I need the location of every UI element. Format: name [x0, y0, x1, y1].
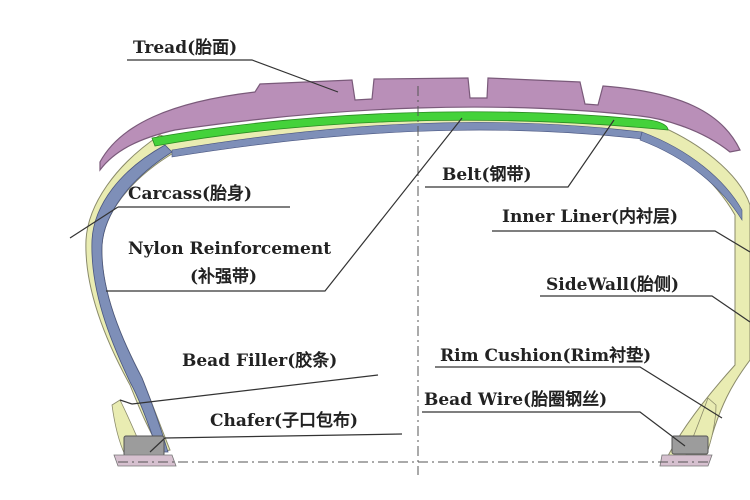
- leader-nylon: [106, 117, 463, 292]
- label-bead-wire: Bead Wire(胎圈钢丝): [424, 389, 607, 410]
- leader-sidewall: [540, 295, 750, 323]
- leader-bead-filler-2: [119, 399, 133, 405]
- label-chafer: Chafer(子口包布): [210, 410, 358, 431]
- inner-liner-right: [639, 131, 743, 222]
- label-carcass: Carcass(胎身): [128, 183, 252, 204]
- leader-lines: [69, 59, 750, 453]
- label-belt: Belt(钢带): [442, 164, 532, 185]
- leader-inner-liner: [492, 230, 750, 253]
- leader-bead-wire: [422, 411, 686, 447]
- leader-tread: [127, 59, 339, 93]
- label-bead-filler: Bead Filler(胶条): [182, 350, 337, 371]
- label-nylon-line1: Nylon Reinforcement: [128, 239, 331, 259]
- bead-wire-right: [671, 435, 709, 455]
- label-sidewall: SideWall(胎侧): [546, 274, 679, 295]
- leader-chafer-2: [149, 437, 166, 453]
- label-tread: Tread(胎面): [133, 37, 237, 58]
- label-inner-liner: Inner Liner(内衬层): [502, 206, 678, 227]
- rim-cushion-left: [113, 454, 177, 467]
- leader-chafer: [164, 433, 403, 439]
- inner-liner-left: [91, 144, 173, 453]
- belt-shape: [151, 111, 669, 147]
- rim-cushion-right: [659, 454, 713, 467]
- leader-bead-filler: [131, 374, 379, 405]
- label-nylon-line2: (补强带): [190, 266, 257, 287]
- leader-belt: [425, 119, 615, 188]
- leader-rim-cushion: [435, 366, 723, 419]
- bead-wire-left: [123, 435, 165, 457]
- tread-shape: [99, 77, 741, 172]
- label-rim-cushion: Rim Cushion(Rim衬垫): [440, 345, 651, 366]
- leader-carcass-diag: [69, 206, 119, 239]
